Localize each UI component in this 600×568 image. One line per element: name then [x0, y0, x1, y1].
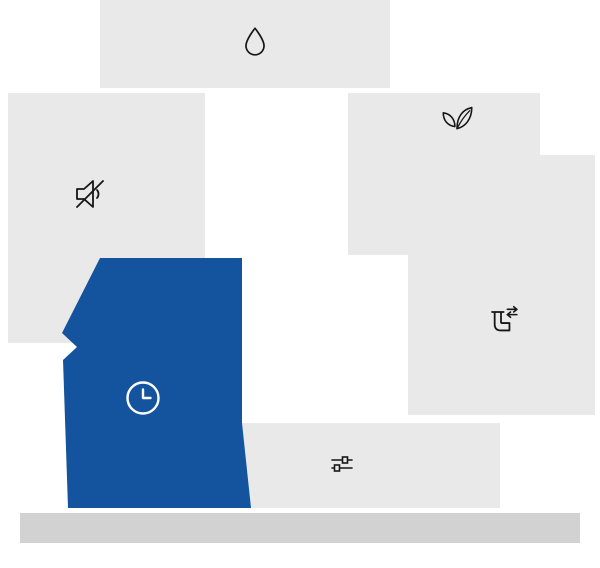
tile-time-selected[interactable]: [55, 255, 255, 511]
settings-sliders-icon: [331, 456, 353, 472]
eco-leaves-icon: [442, 106, 473, 130]
tile-settings[interactable]: [210, 423, 500, 508]
speaker-muted-icon: [76, 180, 104, 208]
bottom-bar: [20, 513, 580, 543]
tile-water[interactable]: [100, 0, 390, 88]
tile-connection[interactable]: [408, 155, 595, 415]
water-drop-icon: [245, 27, 265, 56]
water-connection-icon: [491, 305, 518, 332]
clock-icon: [126, 381, 160, 415]
